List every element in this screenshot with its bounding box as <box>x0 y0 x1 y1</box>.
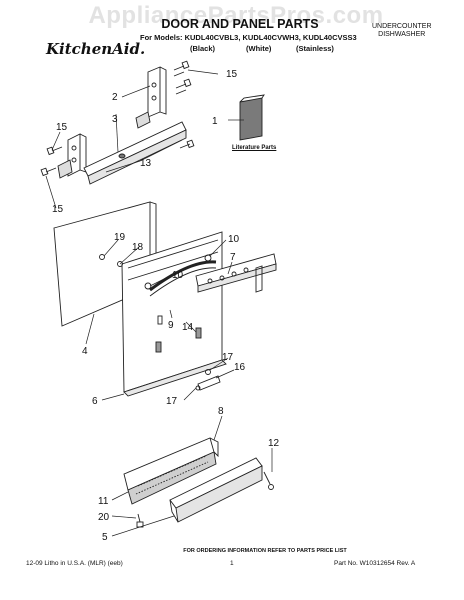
callout-12: 12 <box>268 438 280 449</box>
part-2-bracket <box>57 66 167 179</box>
brand-logo: KitchenAid. <box>46 40 146 58</box>
part-16-latch <box>195 369 221 391</box>
category-line-1: UNDERCOUNTER <box>372 23 432 30</box>
part-1-literature <box>239 94 265 141</box>
literature-parts-label: Literature Parts <box>232 145 277 151</box>
callout-19: 19 <box>114 232 126 243</box>
part-number: Part No. W10312654 Rev. A <box>334 560 416 567</box>
part-7-control-panel <box>195 253 277 293</box>
color-black: (Black) <box>190 44 216 53</box>
callout-7: 7 <box>230 252 236 263</box>
callout-9: 9 <box>168 320 174 331</box>
page-title: DOOR AND PANEL PARTS <box>161 17 319 31</box>
part-6-outer-door <box>121 231 227 397</box>
screws-15 <box>40 60 195 177</box>
callout-11: 11 <box>98 496 109 507</box>
callout-6: 6 <box>92 396 98 407</box>
part-3-rail <box>83 121 187 185</box>
callout-20: 20 <box>98 512 110 523</box>
product-category: UNDERCOUNTER DISHWASHER <box>372 23 432 39</box>
callout-3: 3 <box>112 114 118 125</box>
callout-17-top: 17 <box>222 352 234 363</box>
callout-2: 2 <box>112 92 118 103</box>
part-5-toe-panel <box>169 457 263 523</box>
callout-10-top: 10 <box>228 234 240 245</box>
color-white: (White) <box>246 44 272 53</box>
callout-5: 5 <box>102 532 108 543</box>
litho-line: 12-09 Litho in U.S.A. (MLR) (eeb) <box>26 560 123 567</box>
leader-lines <box>45 69 273 537</box>
part-9-handle <box>149 260 217 297</box>
part-11-kick-panel <box>123 437 219 505</box>
callout-15-top: 15 <box>226 69 238 80</box>
category-line-2: DISHWASHER <box>378 31 426 38</box>
models-line: For Models: KUDL40CVBL3, KUDL40CVWH3, KU… <box>140 33 357 42</box>
callout-16: 16 <box>234 362 246 373</box>
color-stainless: (Stainless) <box>296 44 334 53</box>
color-variants: (Black) (White) (Stainless) <box>190 44 334 53</box>
callout-8: 8 <box>218 406 224 417</box>
callout-17-bottom: 17 <box>166 396 178 407</box>
callout-10-mid: 10 <box>172 270 184 281</box>
callout-14: 14 <box>182 322 194 333</box>
callout-1: 1 <box>212 116 218 127</box>
callout-4: 4 <box>82 346 88 357</box>
callout-18: 18 <box>132 242 144 253</box>
page-number: 1 <box>230 560 234 567</box>
callout-15-left: 15 <box>56 122 68 133</box>
callout-13: 13 <box>140 158 152 169</box>
fasteners <box>99 254 212 353</box>
callout-labels: 15 2 1 15 3 13 15 19 18 10 7 10 4 9 14 1… <box>52 69 280 543</box>
ordering-note: FOR ORDERING INFORMATION REFER TO PARTS … <box>183 548 347 554</box>
callout-15-bottom: 15 <box>52 204 64 215</box>
watermark: AppliancePartsPros.com <box>88 2 384 29</box>
